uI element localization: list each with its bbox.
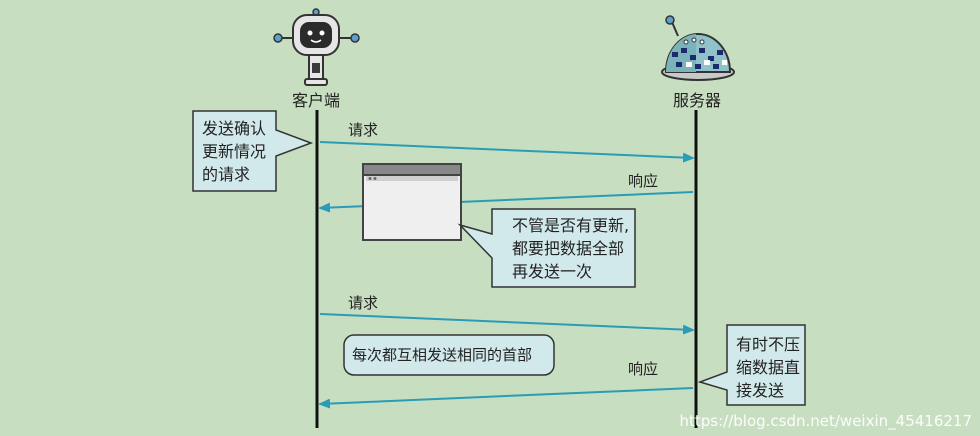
response-note-bubble [457, 208, 636, 288]
client-note-text: 发送确认 更新情况 的请求 [202, 119, 267, 184]
request-arrow-1 [319, 141, 695, 163]
server-robot-icon [661, 15, 735, 81]
client-robot-icon [273, 8, 360, 86]
client-note-bubble [192, 110, 314, 192]
request-label-1: 请求 [348, 121, 379, 139]
browser-window-icon [362, 163, 462, 241]
server-note-text: 有时不压 缩数据直 接发送 [736, 335, 801, 400]
server-label: 服务器 [672, 91, 722, 110]
response-label-2: 响应 [628, 360, 659, 378]
watermark-url: https://blog.csdn.net/weixin_45416217 [679, 412, 972, 430]
header-note-text: 每次都互相发送相同的首部 [352, 346, 533, 364]
client-label: 客户端 [291, 91, 341, 110]
response-arrow-2 [318, 387, 694, 409]
server-note-bubble [697, 324, 806, 406]
request-arrow-2 [319, 313, 695, 335]
header-note-bubble [343, 334, 555, 376]
response-label-1: 响应 [628, 172, 659, 190]
response-note-text: 不管是否有更新, 都要把数据全部 再发送一次 [512, 216, 630, 281]
request-label-2: 请求 [348, 294, 379, 312]
